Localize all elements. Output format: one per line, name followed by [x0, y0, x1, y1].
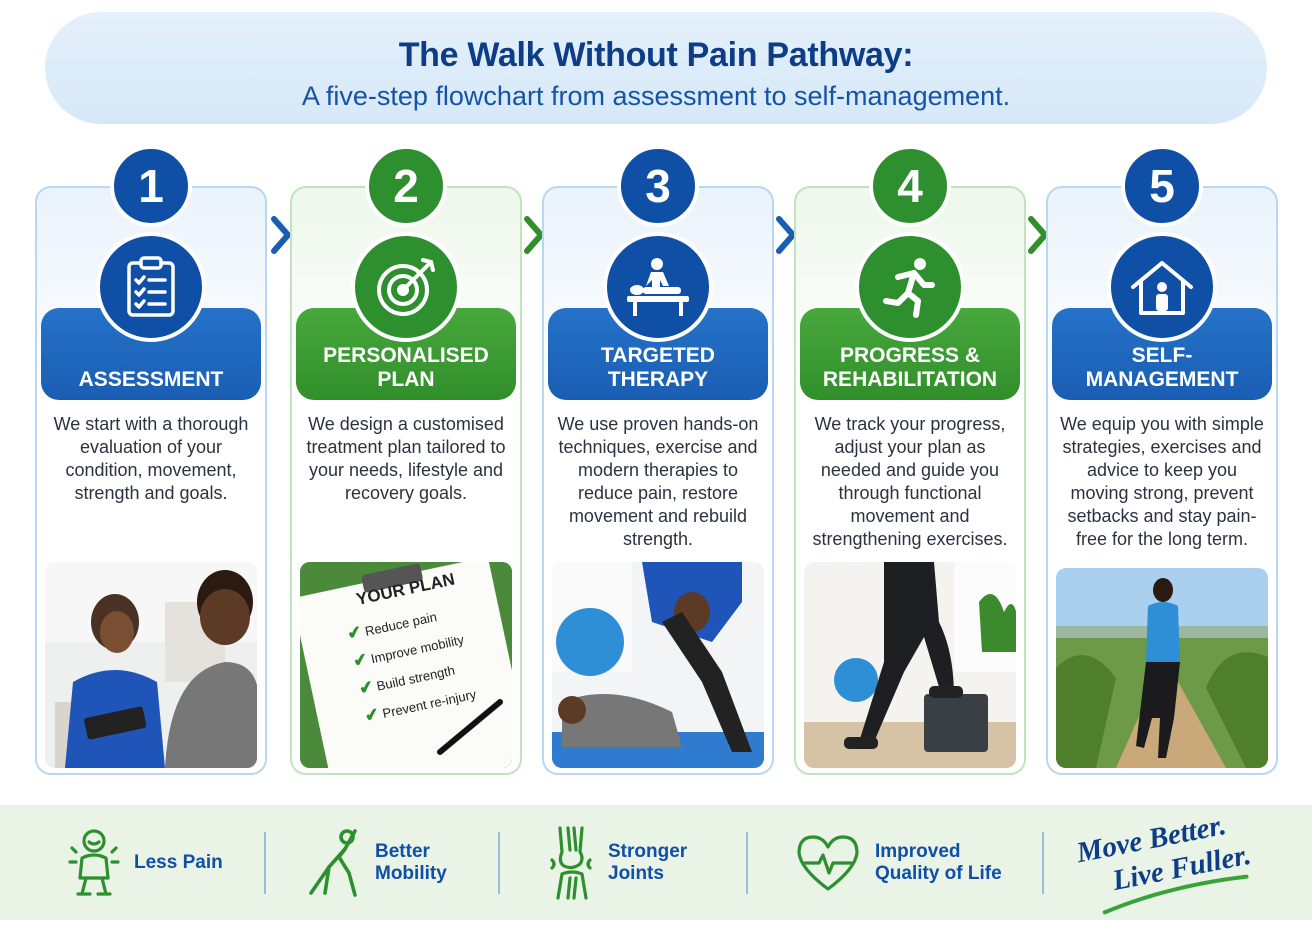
running-person-icon — [855, 232, 965, 342]
benefit-label: Less Pain — [134, 851, 223, 873]
assessment-photo — [45, 562, 257, 768]
step-description-5: We equip you with simple strategies, exe… — [1060, 414, 1264, 549]
plan-item-text: Reduce pain — [363, 609, 439, 639]
check-icon: ✔ — [357, 676, 376, 699]
step-title-3: TARGETED THERAPY — [601, 344, 715, 391]
therapy-table-icon — [603, 232, 713, 342]
therapy-photo — [552, 562, 764, 768]
divider — [498, 832, 500, 894]
tagline: Move Better. Live Fuller. — [1072, 793, 1278, 925]
benefit-label: Improved Quality of Life — [875, 840, 1002, 884]
step-number-1: 1 — [110, 145, 192, 227]
benefit-better-mobility: Better Mobility — [305, 805, 455, 920]
divider — [746, 832, 748, 894]
page-subtitle: A five-step flowchart from assessment to… — [301, 81, 1011, 111]
step-card-2: 2 PERSONALISED PLAN We design a customis… — [290, 145, 522, 775]
benefit-stronger-joints: Stronger Joints — [548, 805, 704, 920]
step-description-1: We start with a thorough evaluation of y… — [53, 414, 249, 503]
knee-joint-icon — [550, 825, 592, 900]
rehabilitation-photo — [804, 562, 1016, 768]
step-header-2: PERSONALISED PLAN — [296, 308, 516, 400]
target-arrow-icon — [351, 232, 461, 342]
step-card-5: 5 SELF-MANAGEMENT We equip you with simp… — [1046, 145, 1278, 775]
arrow-right-icon — [271, 216, 291, 254]
step-number-5: 5 — [1121, 145, 1203, 227]
benefit-label: Stronger Joints — [608, 840, 688, 884]
self-management-photo — [1056, 568, 1268, 768]
title-banner: The Walk Without Pain Pathway: A five-st… — [45, 12, 1267, 124]
step-card-4: 4 PROGRESS & REHABILITATION We track you… — [794, 145, 1026, 775]
swoosh-underline — [1102, 874, 1249, 915]
check-icon: ✔ — [351, 649, 370, 671]
benefit-less-pain: Less Pain — [68, 805, 223, 920]
step-title-1: ASSESSMENT — [78, 368, 224, 391]
step-number-2: 2 — [365, 145, 447, 227]
arrow-right-icon — [776, 216, 796, 254]
arrow-right-icon — [524, 216, 544, 254]
step-title-2: PERSONALISED PLAN — [323, 344, 489, 391]
plan-photo: YOUR PLAN ✔ Reduce pain ✔ Improve mobili… — [300, 562, 512, 768]
step-description-3: We use proven hands-on techniques, exerc… — [557, 414, 759, 549]
benefit-quality-of-life: Improved Quality of Life — [795, 805, 1015, 920]
divider — [264, 832, 266, 894]
heart-pulse-icon — [797, 834, 859, 891]
step-card-3: 3 TARGETED THERAPY We use proven hands-o… — [542, 145, 774, 775]
arrow-right-icon — [1028, 216, 1048, 254]
step-title-5: SELF-MANAGEMENT — [1085, 344, 1239, 391]
step-number-4: 4 — [869, 145, 951, 227]
stretching-person-icon — [309, 828, 357, 897]
home-person-icon — [1107, 232, 1217, 342]
step-description-4: We track your progress, adjust your plan… — [812, 414, 1008, 549]
clipboard-checklist-icon — [96, 232, 206, 342]
check-icon: ✔ — [345, 622, 364, 644]
benefits-bar: Less Pain Better Mobility Stronger Joint… — [0, 805, 1312, 920]
step-number-3: 3 — [617, 145, 699, 227]
step-card-1: 1 ASSESSMENT We start with a thorough ev… — [35, 145, 267, 775]
divider — [1042, 832, 1044, 894]
relaxed-person-icon — [68, 828, 120, 896]
step-description-2: We design a customised treatment plan ta… — [306, 414, 506, 503]
check-icon: ✔ — [363, 704, 381, 726]
page-title: The Walk Without Pain Pathway: — [398, 36, 914, 74]
step-title-4: PROGRESS & REHABILITATION — [822, 344, 998, 391]
benefit-label: Better Mobility — [375, 840, 447, 884]
